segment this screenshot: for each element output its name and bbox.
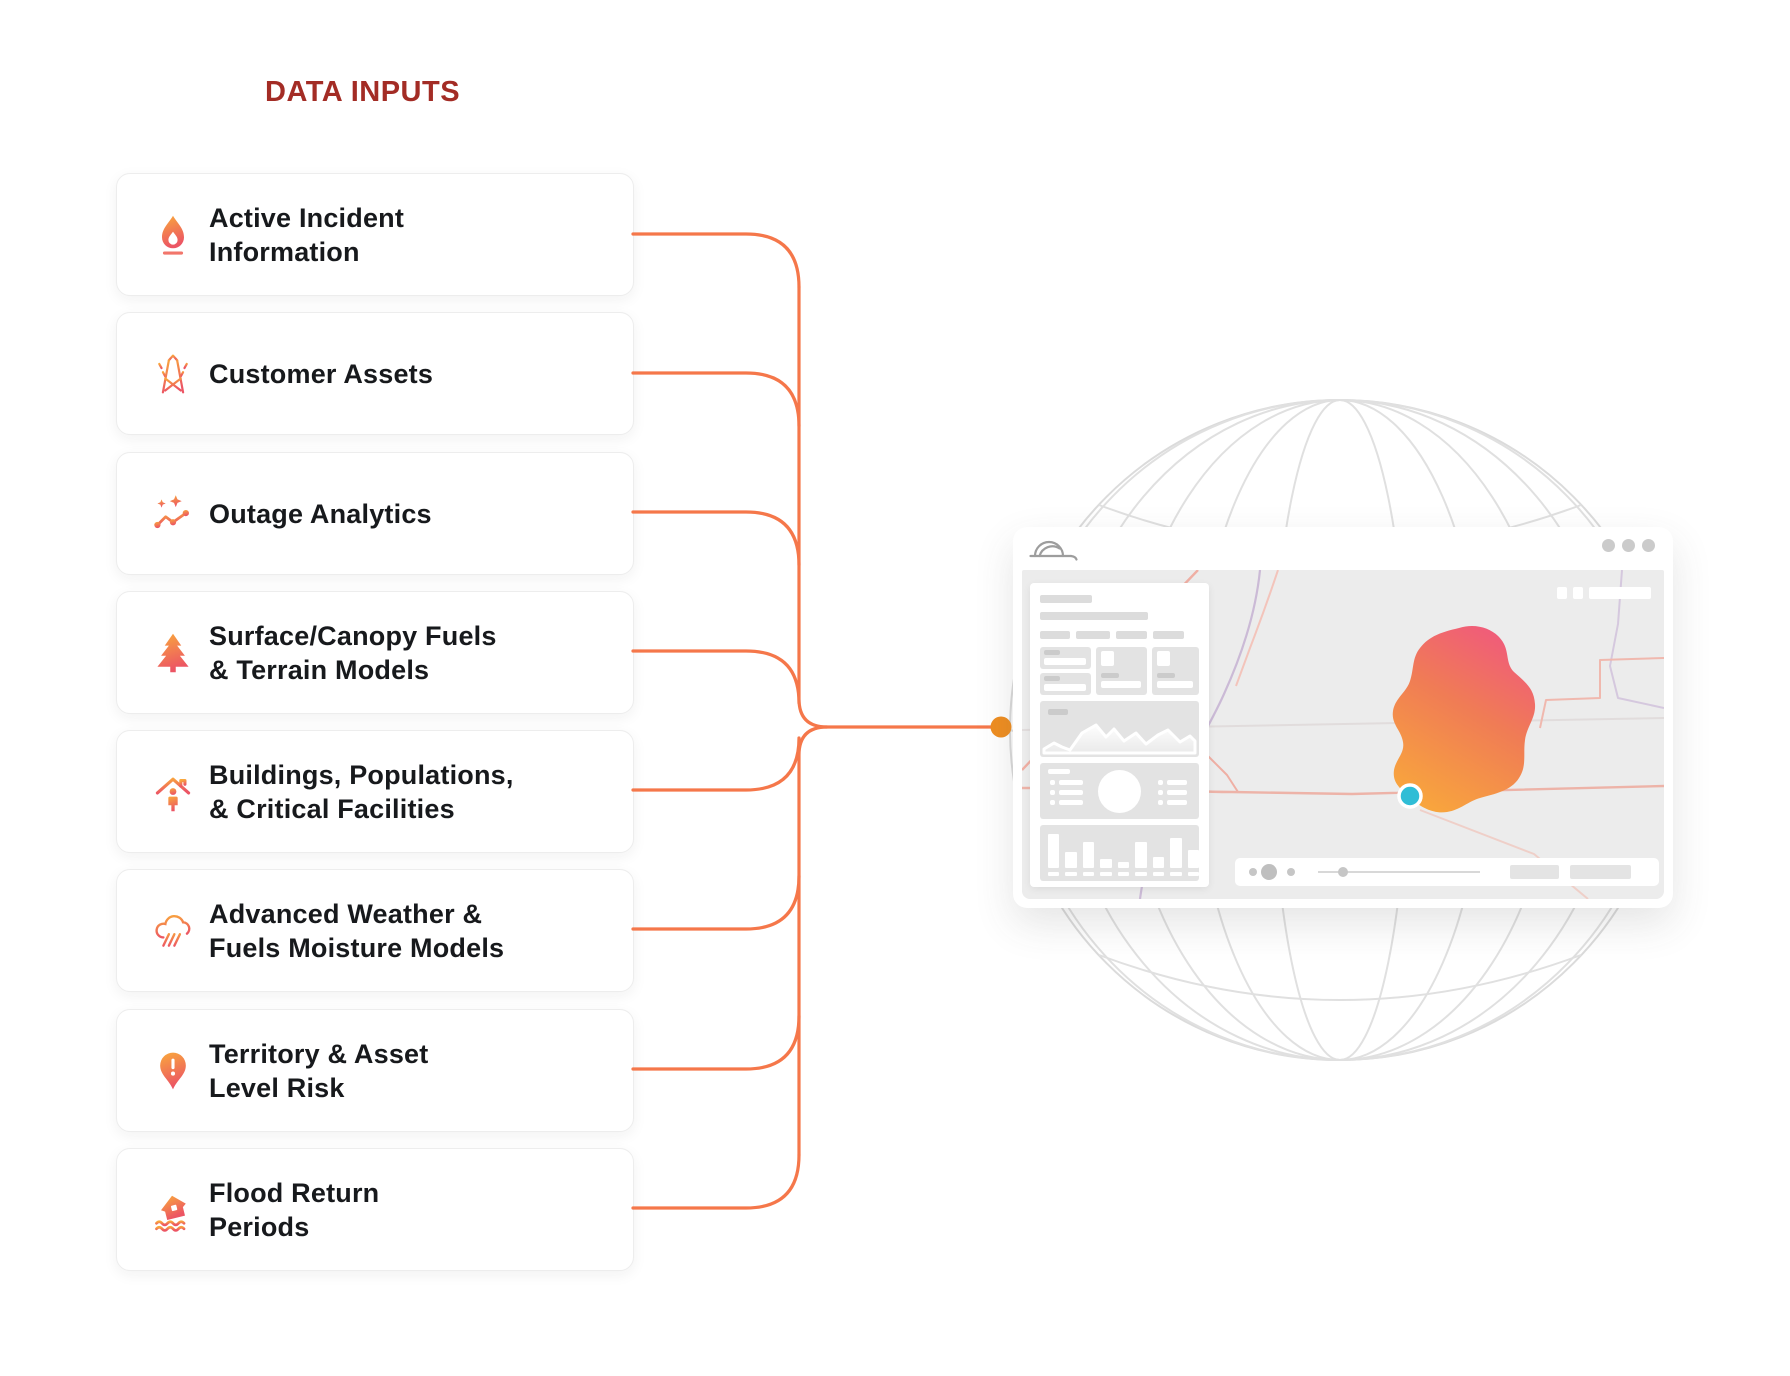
timeline-knob <box>1338 867 1348 877</box>
pine-tree-icon <box>157 633 189 672</box>
outage-analytics-icon <box>154 494 189 528</box>
card-active-incident: Active Incident Information <box>116 173 634 296</box>
card-territory-risk: Territory & Asset Level Risk <box>116 1009 634 1132</box>
window-dot <box>1622 539 1635 552</box>
skeleton-donut-widget <box>1040 763 1199 819</box>
card-label: Outage Analytics <box>209 498 432 529</box>
page-title: DATA INPUTS <box>265 76 461 108</box>
flood-house-icon <box>155 1195 186 1232</box>
skeleton-line-chart <box>1040 701 1199 757</box>
skeleton-stat-card <box>1040 647 1091 669</box>
card-label: Customer Assets <box>209 358 434 389</box>
skeleton-donut-circle <box>1098 770 1141 813</box>
window-control-dots <box>1602 539 1655 552</box>
map-control-square <box>1573 587 1583 599</box>
playback-dot <box>1249 868 1257 876</box>
card-label: Buildings, Populations, & Critical Facil… <box>209 759 514 824</box>
skeleton-stat-card <box>1096 647 1147 695</box>
card-label: Surface/Canopy Fuels & Terrain Models <box>209 620 497 685</box>
skeleton-tab <box>1076 631 1110 639</box>
flame-icon <box>162 215 184 255</box>
skeleton-stat-card <box>1152 647 1199 695</box>
dome-logo-icon <box>1029 540 1078 561</box>
incident-location-dot <box>1397 783 1423 809</box>
card-fuels-terrain: Surface/Canopy Fuels & Terrain Models <box>116 591 634 714</box>
card-label: Flood Return Periods <box>209 1177 380 1242</box>
window-dot <box>1602 539 1615 552</box>
risk-pin-icon <box>160 1052 186 1089</box>
timeline-label-box <box>1510 865 1559 879</box>
convergence-node-dot <box>990 716 1012 738</box>
skeleton-subtitle-bar <box>1040 612 1148 620</box>
card-outage-analytics: Outage Analytics <box>116 452 634 575</box>
timeline-label-box <box>1570 865 1631 879</box>
card-buildings-populations: Buildings, Populations, & Critical Facil… <box>116 730 634 853</box>
play-button-dot <box>1261 864 1277 880</box>
card-label: Active Incident Information <box>209 202 405 267</box>
skeleton-bar-chart <box>1040 825 1199 881</box>
skeleton-title-bar <box>1040 595 1092 603</box>
skeleton-tab <box>1153 631 1184 639</box>
building-population-icon <box>155 777 191 811</box>
power-tower-icon <box>158 354 188 393</box>
timeline-bar <box>1235 858 1659 886</box>
browser-window <box>1013 527 1673 908</box>
rain-cloud-icon <box>155 914 191 947</box>
card-label: Advanced Weather & Fuels Moisture Models <box>209 898 505 963</box>
playback-dot <box>1287 868 1295 876</box>
map-control-square <box>1557 587 1567 599</box>
card-customer-assets: Customer Assets <box>116 312 634 435</box>
skeleton-stat-card <box>1040 673 1091 695</box>
skeleton-tab <box>1040 631 1070 639</box>
window-dot <box>1642 539 1655 552</box>
map-area <box>1022 570 1664 899</box>
card-label: Territory & Asset Level Risk <box>209 1038 429 1103</box>
browser-header <box>1013 527 1673 570</box>
skeleton-tab <box>1116 631 1147 639</box>
card-weather-moisture: Advanced Weather & Fuels Moisture Models <box>116 869 634 992</box>
dashboard-sidebar-skeleton <box>1030 583 1209 887</box>
card-flood-return: Flood Return Periods <box>116 1148 634 1271</box>
map-control-bar <box>1589 587 1651 599</box>
